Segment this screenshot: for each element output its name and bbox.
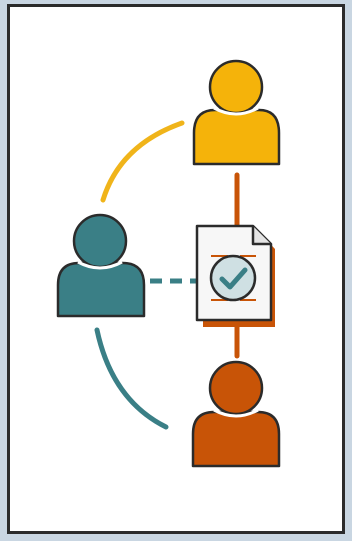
person-icon: [192, 59, 281, 166]
person-icon: [56, 213, 146, 318]
arc-top: [100, 120, 185, 203]
check-icon: [209, 254, 257, 302]
arc-bottom: [94, 327, 169, 430]
person-icon: [191, 360, 281, 468]
